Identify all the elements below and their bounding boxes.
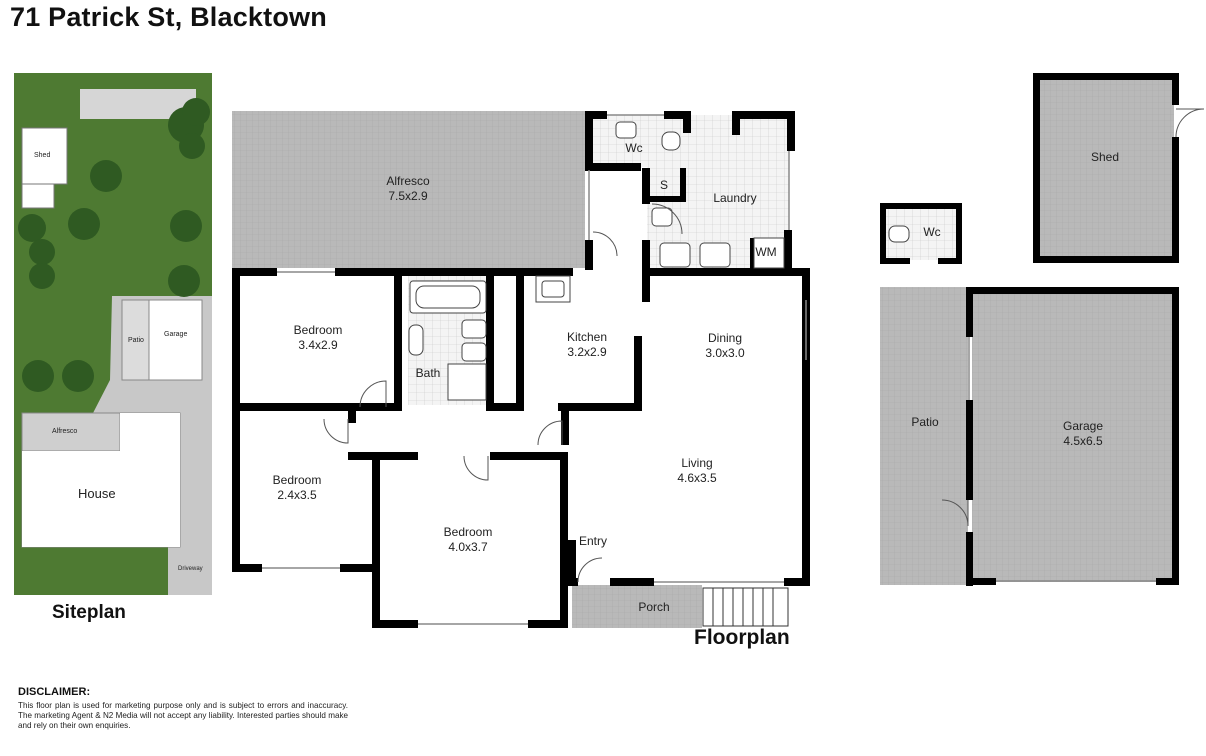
room-entry-name: Entry [579, 534, 607, 548]
wc-basin [615, 121, 637, 139]
alfresco-floor [232, 111, 585, 268]
disclaimer-text: This floor plan is used for marketing pu… [18, 701, 348, 730]
patio-floor [880, 287, 968, 585]
room-s-name: S [660, 178, 668, 192]
shower [447, 363, 487, 401]
garage-name: Garage [1063, 419, 1103, 433]
outdoor-wc-name: Wc [923, 225, 940, 239]
site-label-driveway: Driveway [178, 566, 203, 572]
room-bedroom1-name: Bedroom [294, 323, 343, 337]
garage-walls [966, 287, 1179, 586]
site-garage [148, 299, 203, 381]
shed-floor [1036, 77, 1174, 260]
room-bedroom2-size: 2.4x3.5 [277, 488, 317, 502]
fixtures [408, 121, 785, 401]
porch-floor [572, 585, 702, 628]
room-porch-name: Porch [638, 600, 669, 614]
garage-floor [972, 292, 1176, 582]
site-label-shed: Shed [34, 152, 50, 159]
outdoor-wc-walls [880, 203, 962, 264]
site-patio [121, 299, 150, 381]
room-wm-name: WM [755, 245, 776, 259]
garage-size: 4.5x6.5 [1063, 434, 1103, 448]
siteplan-caption: Siteplan [52, 602, 126, 623]
site-label-house: House [78, 486, 116, 501]
shed-walls [1033, 73, 1179, 263]
room-kitchen-name: Kitchen [567, 330, 607, 344]
room-bedroom2-name: Bedroom [273, 473, 322, 487]
room-bedroom3-name: Bedroom [444, 525, 493, 539]
laundry-tub-2 [699, 242, 731, 268]
house-floorplan: Alfresco 7.5x2.9 Bedroom 3.4x2.9 Bath Ki… [232, 111, 810, 628]
site-house [22, 451, 180, 547]
porch-steps [702, 587, 789, 627]
site-label-garage: Garage [164, 331, 187, 338]
room-bedroom3-size: 4.0x3.7 [448, 540, 488, 554]
floorplan-caption: Floorplan [694, 626, 790, 649]
site-label-patio: Patio [128, 337, 144, 344]
room-dining-size: 3.0x3.0 [705, 346, 745, 360]
windows [262, 114, 807, 625]
outbuildings: Shed Wc Patio Gar [880, 73, 1205, 586]
room-dining-name: Dining [708, 331, 742, 345]
room-living-size: 4.6x3.5 [677, 471, 717, 485]
walls [232, 111, 810, 628]
patio-name: Patio [911, 415, 939, 429]
room-labels: Alfresco 7.5x2.9 Bedroom 3.4x2.9 Bath Ki… [273, 141, 777, 614]
laundry-tub-1 [659, 242, 691, 268]
bath-toilet [408, 324, 424, 356]
room-alfresco-size: 7.5x2.9 [388, 189, 428, 203]
garage-windows [968, 337, 1156, 582]
site-label-alfresco: Alfresco [52, 428, 77, 435]
wc-toilet [661, 131, 681, 151]
room-wc-name: Wc [625, 141, 642, 155]
room-kitchen-size: 3.2x2.9 [567, 345, 607, 359]
bath-basin-1 [461, 319, 487, 339]
shed-name: Shed [1091, 150, 1119, 164]
site-shed [21, 127, 68, 185]
room-laundry-name: Laundry [713, 191, 756, 205]
room-living-name: Living [681, 456, 712, 470]
siteplan: Shed Patio Garage Alfresco House Drivewa… [14, 73, 212, 595]
door-swings [323, 203, 683, 583]
site-shed-annex [21, 183, 55, 209]
bath-basin-2 [461, 342, 487, 362]
washing-machine [753, 237, 785, 269]
room-bath-name: Bath [416, 366, 441, 380]
disclaimer-title: DISCLAIMER: [18, 686, 91, 698]
page-title: 71 Patrick St, Blacktown [10, 2, 327, 32]
room-alfresco-name: Alfresco [386, 174, 430, 188]
room-bedroom1-size: 3.4x2.9 [298, 338, 338, 352]
site-trees [18, 98, 210, 392]
